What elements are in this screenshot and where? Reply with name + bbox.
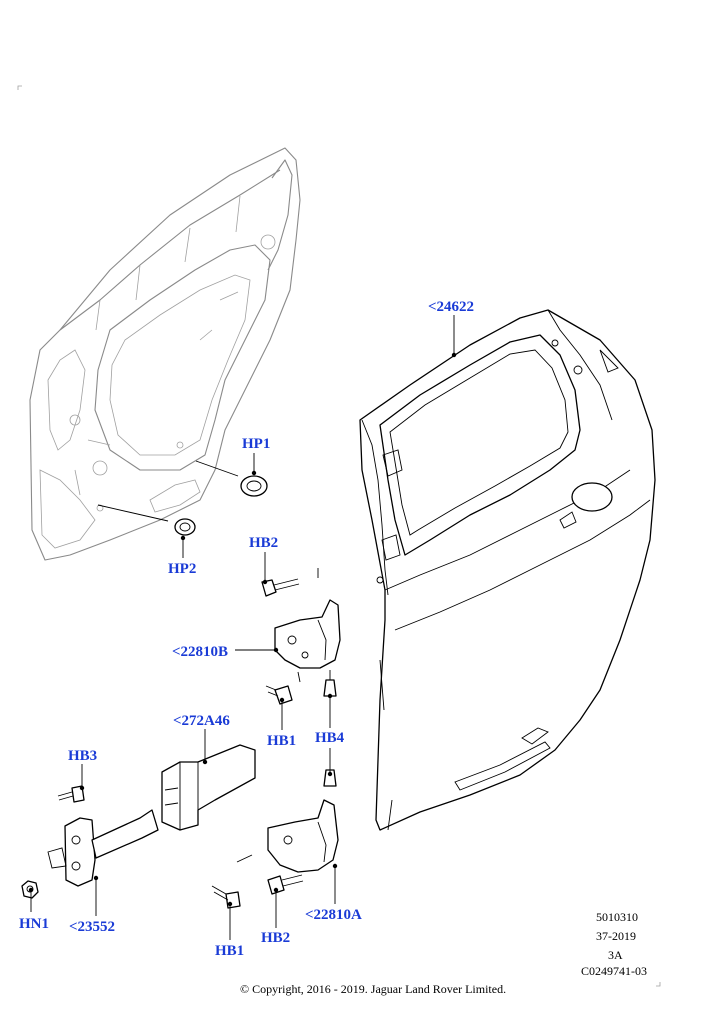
check-strap-illustration bbox=[21, 785, 159, 899]
hp1-plug-illustration bbox=[195, 460, 268, 497]
leader-lines bbox=[28, 315, 457, 940]
rear-door-outer-illustration bbox=[359, 309, 656, 831]
door-inner-panel-illustration bbox=[29, 147, 301, 561]
callout-hp1[interactable]: HP1 bbox=[242, 436, 270, 452]
callout-hb3[interactable]: HB3 bbox=[68, 748, 97, 764]
callout-hb4[interactable]: HB4 bbox=[315, 730, 345, 746]
callout-labels: <24622 HP1 HP2 HB2 <22810B HB1 HB4 <272A… bbox=[19, 299, 474, 959]
callout-272a46[interactable]: <272A46 bbox=[173, 713, 230, 729]
check-strap-housing-illustration bbox=[161, 744, 256, 831]
callout-23552[interactable]: <23552 bbox=[69, 919, 115, 935]
callout-hb1-bottom[interactable]: HB1 bbox=[215, 943, 244, 959]
info-line-4: C0249741-03 bbox=[581, 964, 647, 978]
info-line-2: 37-2019 bbox=[596, 929, 636, 943]
callout-22810b[interactable]: <22810B bbox=[172, 644, 228, 660]
callout-hb2-top[interactable]: HB2 bbox=[249, 535, 278, 551]
hp2-plug-illustration bbox=[97, 504, 196, 536]
callout-hp2[interactable]: HP2 bbox=[168, 561, 196, 577]
callout-hn1[interactable]: HN1 bbox=[19, 916, 49, 932]
copyright-notice: © Copyright, 2016 - 2019. Jaguar Land Ro… bbox=[240, 982, 506, 996]
info-line-1: 5010310 bbox=[596, 910, 638, 924]
callout-hb1-mid[interactable]: HB1 bbox=[267, 733, 296, 749]
info-line-3: 3A bbox=[608, 948, 623, 962]
callout-22810a[interactable]: <22810A bbox=[305, 907, 362, 923]
callout-hb2-bottom[interactable]: HB2 bbox=[261, 930, 290, 946]
callout-24622[interactable]: <24622 bbox=[428, 299, 474, 315]
corner-marks bbox=[17, 85, 661, 987]
drawing-info-block: 5010310 37-2019 3A C0249741-03 bbox=[581, 910, 647, 978]
upper-hinge-illustration bbox=[261, 568, 341, 705]
lower-hinge-illustration bbox=[211, 769, 339, 909]
